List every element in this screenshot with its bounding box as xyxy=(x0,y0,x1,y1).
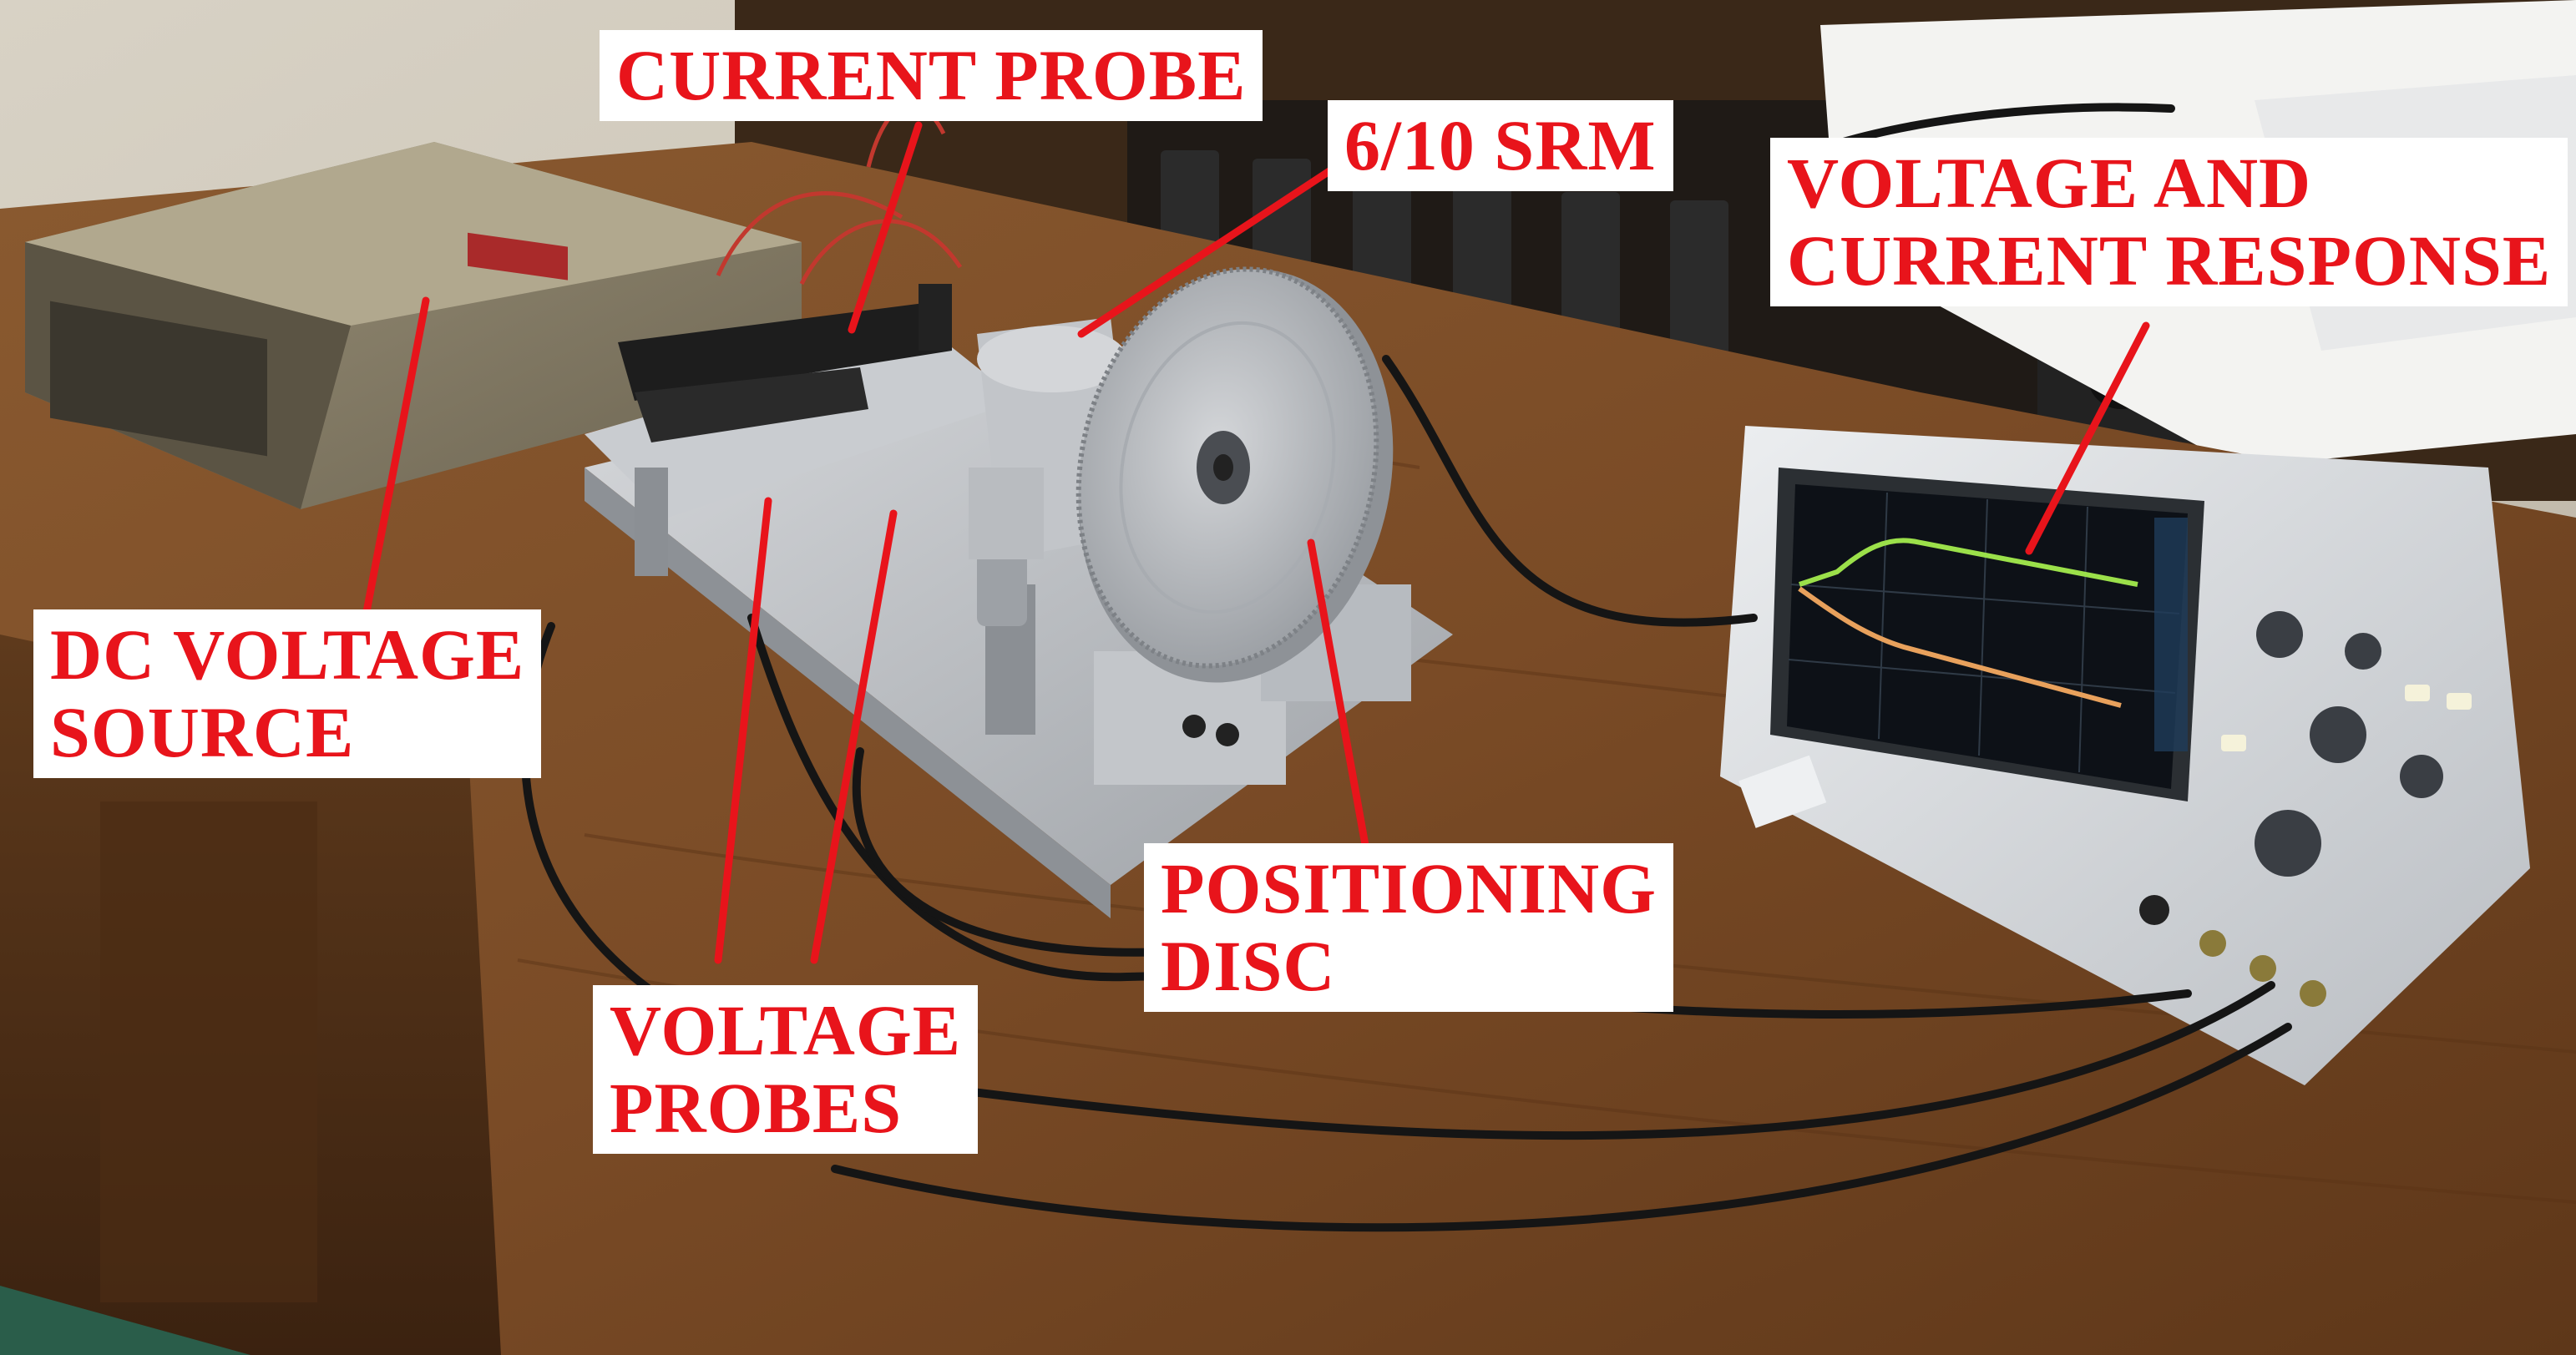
label-current-probe: CURRENT PROBE xyxy=(600,30,1263,121)
label-srm-text: 6/10 SRM xyxy=(1344,105,1657,185)
label-srm: 6/10 SRM xyxy=(1328,100,1673,191)
label-voltage-probes: VOLTAGE PROBES xyxy=(593,985,979,1154)
label-dc-source-line1: DC VOLTAGE xyxy=(50,614,525,695)
motor-test-rig xyxy=(585,334,1453,918)
clamp-probe-icon xyxy=(618,284,952,442)
label-positioning-line2: DISC xyxy=(1161,925,1336,1006)
pointer-lines xyxy=(355,121,2150,964)
label-dc-voltage-source: DC VOLTAGE SOURCE xyxy=(33,609,542,778)
label-response-line2: CURRENT RESPONSE xyxy=(1787,220,2552,301)
label-positioning-disc: POSITIONING DISC xyxy=(1144,843,1674,1012)
label-response-line1: VOLTAGE AND xyxy=(1787,143,2312,223)
label-voltage-probes-line2: PROBES xyxy=(610,1067,903,1148)
label-voltage-current-response: VOLTAGE AND CURRENT RESPONSE xyxy=(1770,138,2568,306)
oscilloscope-icon xyxy=(1720,426,2530,1085)
label-voltage-probes-line1: VOLTAGE xyxy=(610,990,962,1070)
label-current-probe-text: CURRENT PROBE xyxy=(616,35,1247,115)
label-positioning-line1: POSITIONING xyxy=(1161,848,1657,928)
power-supply-icon xyxy=(25,142,802,509)
label-dc-source-line2: SOURCE xyxy=(50,691,355,772)
